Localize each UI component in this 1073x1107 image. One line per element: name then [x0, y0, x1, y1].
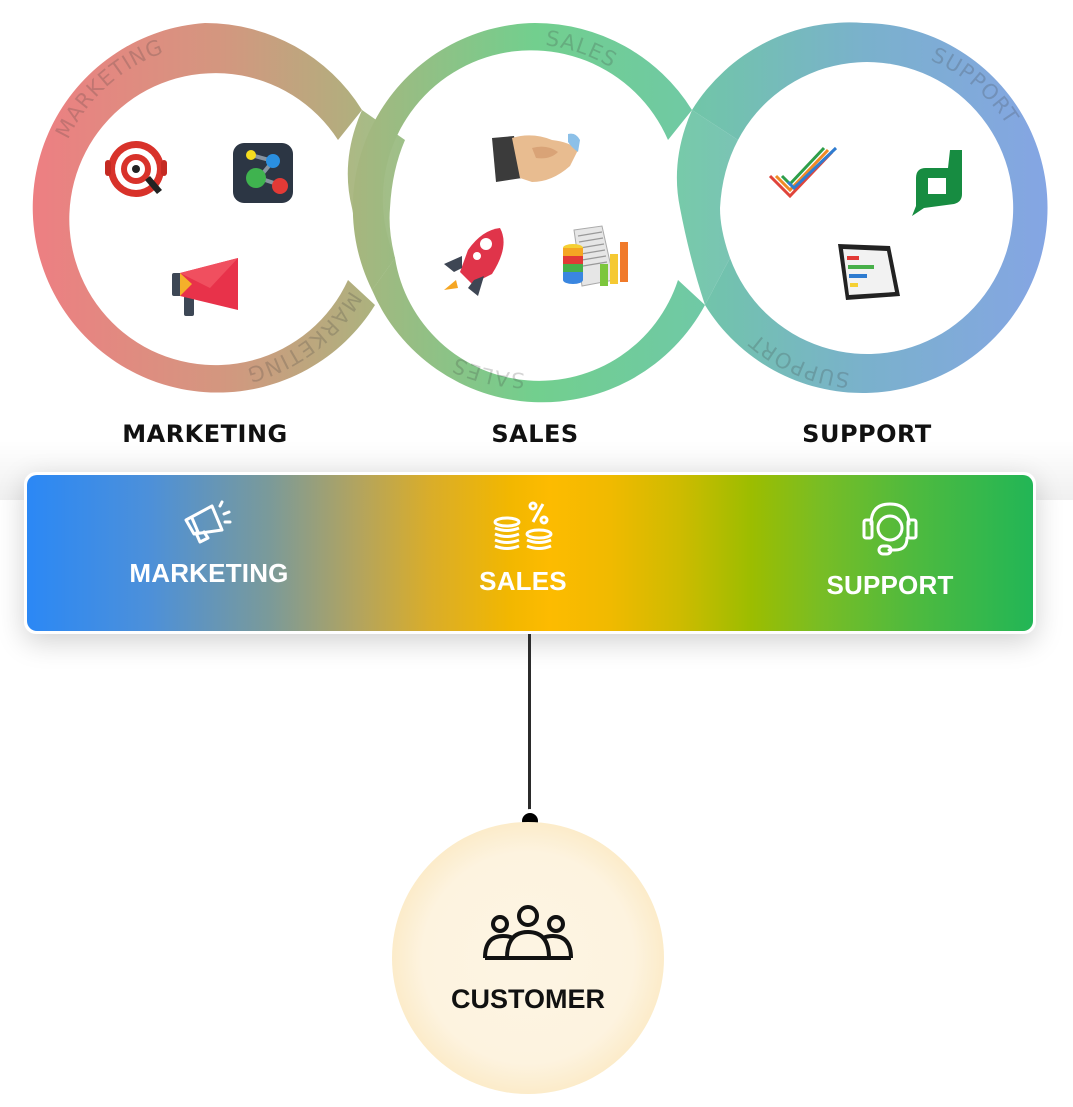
- survey-tablet-icon: [838, 244, 900, 300]
- sales-ring-text-bottom: SALES: [448, 352, 525, 392]
- report-database-chart-icon: [563, 225, 628, 287]
- sales-ring-left-link: [347, 110, 405, 290]
- campaign-flow-app-icon: [233, 143, 293, 203]
- customer-label: CUSTOMER: [450, 984, 605, 1014]
- banner-label-sales: SALES: [479, 566, 567, 596]
- checkmark-stripes-icon: [768, 146, 838, 199]
- banner-item-marketing: MARKETING: [89, 500, 329, 589]
- sales-ring-lower: [372, 258, 705, 403]
- support-ring-text-top: SUPPORT: [928, 43, 1024, 129]
- banner-item-sales: SALES: [403, 500, 643, 597]
- support-ring-left-link: [676, 110, 738, 305]
- target-headset-icon: [105, 141, 167, 197]
- megaphone-envelope-icon: [172, 258, 238, 316]
- stage-label-sales: SALES: [491, 420, 579, 448]
- headset-icon: [862, 502, 918, 556]
- rocket-icon: [444, 228, 504, 296]
- connector-line: [528, 634, 531, 814]
- megaphone-icon: [184, 500, 232, 544]
- handshake-icon: [492, 133, 580, 182]
- support-ring: [692, 22, 1048, 393]
- stages-banner: MARKETING SALES SUPPORT: [24, 472, 1036, 634]
- banner-item-support: SUPPORT: [770, 500, 1010, 601]
- desk-speech-logo-icon: [912, 150, 962, 216]
- banner-label-marketing: MARKETING: [129, 558, 289, 588]
- group-users-icon: [483, 905, 573, 960]
- banner-label-support: SUPPORT: [826, 570, 954, 600]
- stage-label-support: SUPPORT: [802, 420, 932, 448]
- lifecycle-rings-diagram: MARKETING MARKETING SALES SALES SUPPORT …: [32, 22, 1048, 403]
- stages-banner-gradient: MARKETING SALES SUPPORT: [27, 475, 1033, 631]
- customer-node: CUSTOMER: [392, 822, 664, 1094]
- coins-percent-icon: [493, 501, 553, 550]
- stage-label-marketing: MARKETING: [122, 420, 288, 448]
